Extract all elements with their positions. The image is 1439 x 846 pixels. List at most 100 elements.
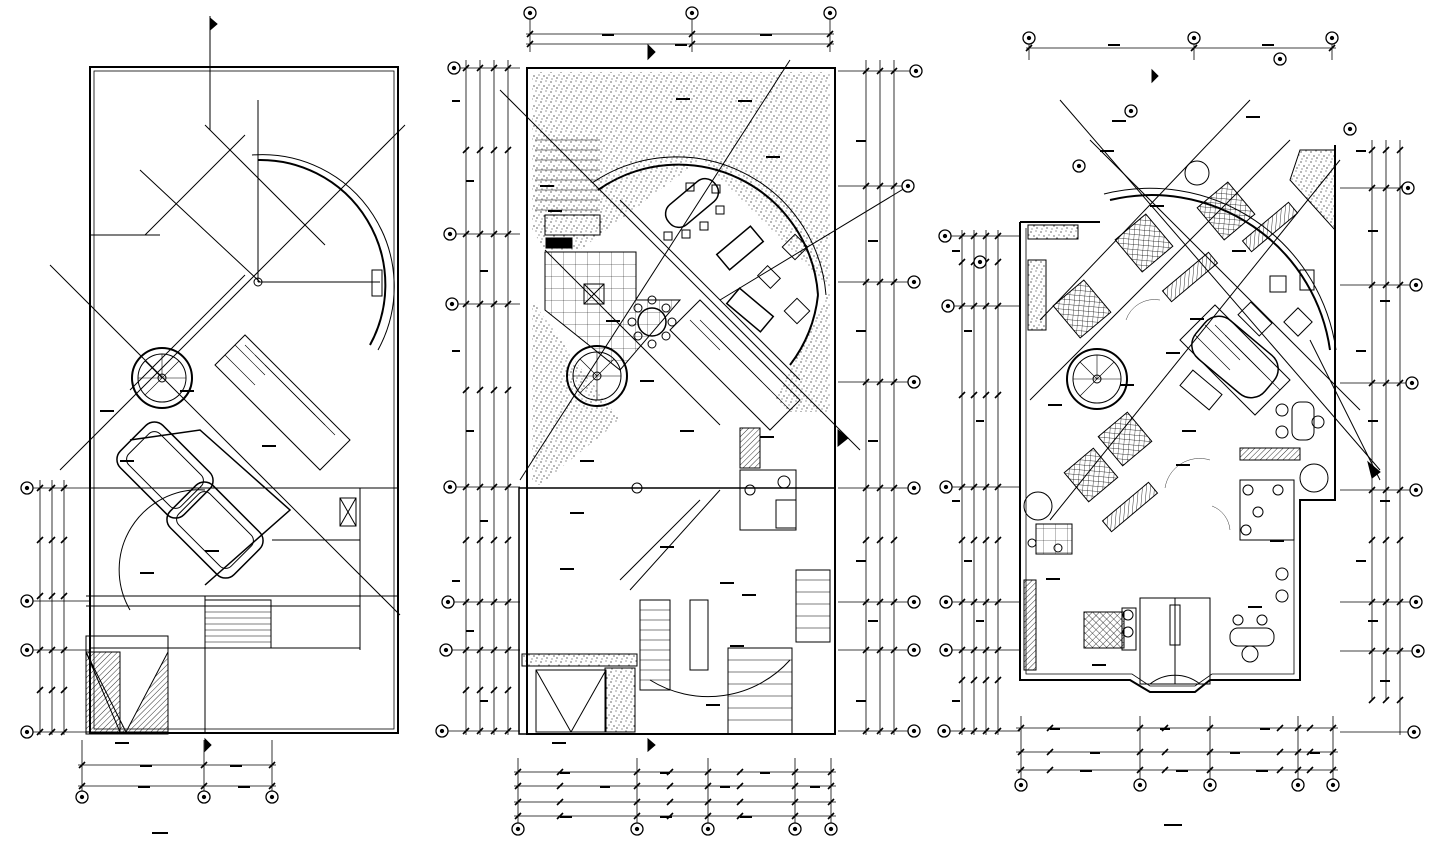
dimension-text-mark [1090, 752, 1100, 754]
dimension-text-mark [560, 772, 570, 774]
dimension-text-mark [868, 620, 878, 622]
dimension-text-mark [1368, 230, 1378, 232]
dimension-text-mark [600, 786, 610, 788]
dimension-text-mark [115, 742, 129, 744]
dimension-text-mark [856, 140, 866, 142]
plan-left-outline [89, 66, 399, 734]
dimension-text-mark [868, 440, 878, 442]
dimension-text-mark [606, 320, 620, 322]
dimension-text-mark [230, 765, 242, 767]
dimension-text-mark [964, 560, 972, 562]
dimension-text-mark [1048, 404, 1062, 406]
dimension-text-mark [120, 460, 134, 462]
dimension-text-mark [1246, 116, 1260, 118]
dimension-text-mark [1120, 384, 1134, 386]
dimension-text-mark [560, 816, 572, 818]
dimension-text-mark [1380, 680, 1390, 682]
dimension-text-mark [205, 550, 219, 552]
dimension-text-mark [1270, 540, 1284, 542]
dimension-text-mark [1176, 770, 1188, 772]
dimension-text-mark [466, 630, 474, 632]
dimension-text-mark [1112, 120, 1126, 122]
dimension-text-mark [1092, 664, 1106, 666]
dimension-text-mark [1230, 752, 1240, 754]
dimension-text-mark [856, 700, 866, 702]
dimension-text-mark [1356, 560, 1366, 562]
dimension-text-mark [1310, 752, 1320, 754]
dimension-text-mark [1380, 300, 1390, 302]
dimension-text-mark [660, 816, 672, 818]
dimension-text-mark [1380, 500, 1390, 502]
dimension-text-mark [1050, 728, 1060, 730]
dimension-text-mark [452, 350, 460, 352]
dimension-text-mark [868, 240, 878, 242]
dimension-text-mark [740, 816, 752, 818]
dimension-text-mark [1182, 430, 1196, 432]
dimension-text-mark [810, 786, 820, 788]
dimension-text-mark [1232, 250, 1246, 252]
dimension-text-mark [602, 34, 614, 36]
dimension-text-mark [548, 210, 562, 212]
dimension-text-mark [100, 410, 114, 412]
dimension-text-mark [452, 100, 460, 102]
dimension-text-mark [720, 786, 730, 788]
dimension-text-mark [466, 430, 474, 432]
dimension-text-mark [1150, 205, 1164, 207]
dimension-text-mark [466, 180, 474, 182]
dimension-text-mark [452, 580, 460, 582]
dimension-lines [33, 19, 1412, 823]
dimension-text-mark [140, 572, 154, 574]
dimension-text-mark [1356, 350, 1366, 352]
dimension-text-mark [1260, 728, 1270, 730]
dimension-text-mark [660, 772, 670, 774]
dimension-text-mark [738, 100, 752, 102]
dimension-text-mark [1190, 318, 1204, 320]
dimension-text-mark [1356, 150, 1366, 152]
dimension-text-mark [760, 34, 772, 36]
dimension-text-mark [856, 330, 866, 332]
dimension-text-mark [1176, 464, 1190, 466]
dimension-text-mark [180, 390, 194, 392]
plan-right [1019, 68, 1381, 693]
dimension-text-mark [964, 330, 972, 332]
dimension-text-mark [570, 512, 584, 514]
dimension-text-mark [1256, 770, 1268, 772]
dimension-text-mark [480, 520, 488, 522]
dimension-text-mark [262, 445, 276, 447]
dimension-text-mark [766, 156, 780, 158]
dimension-text-mark [680, 430, 694, 432]
dimension-text-mark [140, 765, 152, 767]
dimension-text-mark [560, 568, 574, 570]
dimension-text-mark [706, 704, 720, 706]
dimension-text-mark [1166, 352, 1180, 354]
dimension-text-mark [660, 546, 674, 548]
dimension-text-mark [480, 700, 488, 702]
annotation-marks [100, 34, 1390, 834]
dimension-text-mark [1248, 606, 1262, 608]
dimension-text-mark [580, 460, 594, 462]
dimension-text-mark [1368, 620, 1378, 622]
dimension-text-mark [856, 560, 866, 562]
dimension-text-mark [952, 250, 960, 252]
dimension-text-mark [1164, 824, 1182, 826]
dimension-text-mark [138, 786, 150, 788]
dimension-text-mark [730, 645, 744, 647]
dimension-text-mark [540, 185, 554, 187]
dimension-text-mark [976, 420, 984, 422]
dimension-text-mark [1080, 770, 1092, 772]
dimension-text-mark [1100, 150, 1114, 152]
dimension-text-mark [1108, 44, 1120, 46]
dimension-text-mark [976, 620, 984, 622]
dimension-text-mark [760, 772, 770, 774]
dimension-text-mark [742, 594, 756, 596]
dimension-text-mark [675, 44, 687, 46]
dimension-text-mark [676, 98, 690, 100]
dimension-text-mark [480, 270, 488, 272]
dimension-text-mark [640, 380, 654, 382]
grid-bubbles [20, 6, 1425, 836]
dimension-text-mark [552, 742, 566, 744]
dimension-text-mark [952, 700, 960, 702]
dimension-text-mark [952, 500, 960, 502]
